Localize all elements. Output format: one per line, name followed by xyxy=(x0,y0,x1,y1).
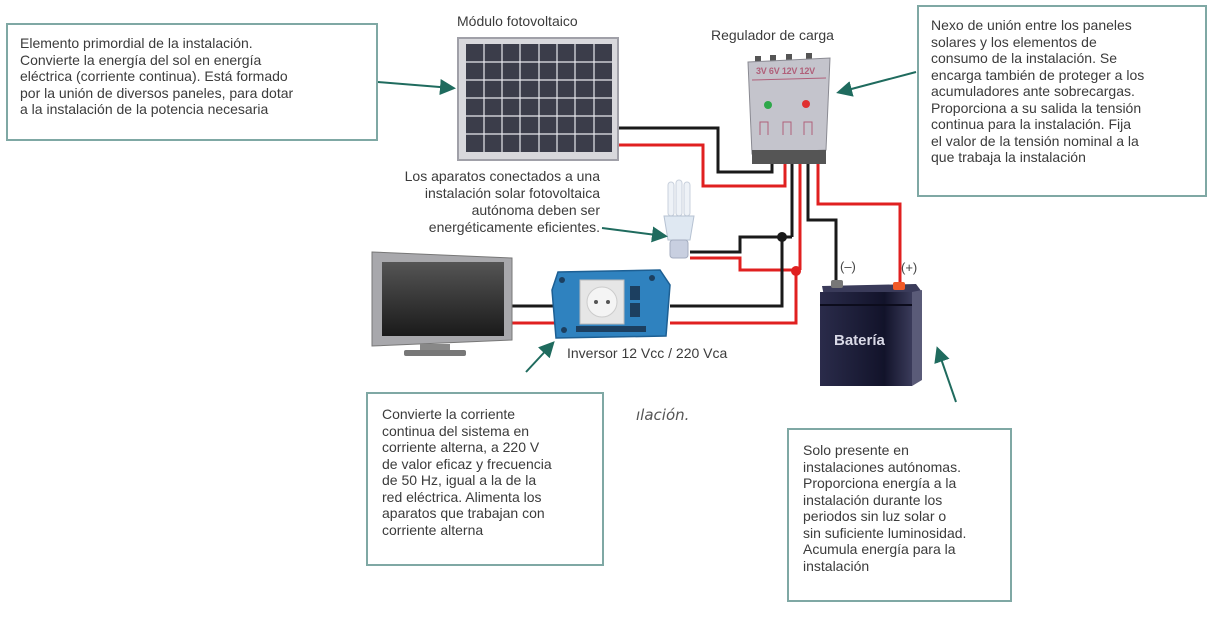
text-fragment: ılación. xyxy=(636,406,690,424)
arrow-to-inverter xyxy=(525,341,555,373)
arrow-to-regulator xyxy=(836,71,917,97)
arrow-to-battery xyxy=(934,346,957,403)
wire-battery-positive xyxy=(816,162,902,284)
arrow-to-panel xyxy=(377,79,456,96)
efficiency-note: Los aparatos conectados a una instalació… xyxy=(404,168,600,235)
wires xyxy=(512,126,902,325)
wire-panel-negative xyxy=(618,126,774,174)
panel-label: Módulo fotovoltaico xyxy=(457,13,578,29)
lightbulb-icon xyxy=(663,179,695,259)
battery-negative-label: (–) xyxy=(840,259,856,274)
callout-inverter-text: Convierte la corriente continua del sist… xyxy=(382,406,552,538)
callout-battery-text: Solo presente en instalaciones autónomas… xyxy=(803,442,967,574)
battery-label: Batería xyxy=(834,332,885,349)
callout-arrows xyxy=(377,71,957,403)
wire-panel-positive xyxy=(618,143,787,188)
charge-regulator-icon xyxy=(747,53,831,164)
regulator-voltages: 3V 6V 12V 12V xyxy=(756,66,815,76)
callout-regulator: Nexo de unión entre los paneles solares … xyxy=(917,5,1207,197)
wire-battery-negative xyxy=(806,162,838,282)
solar-panel-icon xyxy=(457,37,619,161)
battery-icon xyxy=(820,280,922,386)
inverter-icon xyxy=(551,269,671,339)
callout-panel-text: Elemento primordial de la instalación. C… xyxy=(20,35,294,117)
callout-battery: Solo presente en instalaciones autónomas… xyxy=(787,428,1012,602)
regulator-label: Regulador de carga xyxy=(711,27,834,43)
battery-positive-label: (+) xyxy=(901,260,918,275)
arrow-to-lamp xyxy=(601,226,668,243)
callout-inverter: Convierte la corriente continua del sist… xyxy=(366,392,604,566)
callout-regulator-text: Nexo de unión entre los paneles solares … xyxy=(931,17,1145,165)
television-icon xyxy=(371,251,513,356)
inverter-label: Inversor 12 Vcc / 220 Vca xyxy=(567,345,728,361)
callout-panel: Elemento primordial de la instalación. C… xyxy=(6,23,378,141)
